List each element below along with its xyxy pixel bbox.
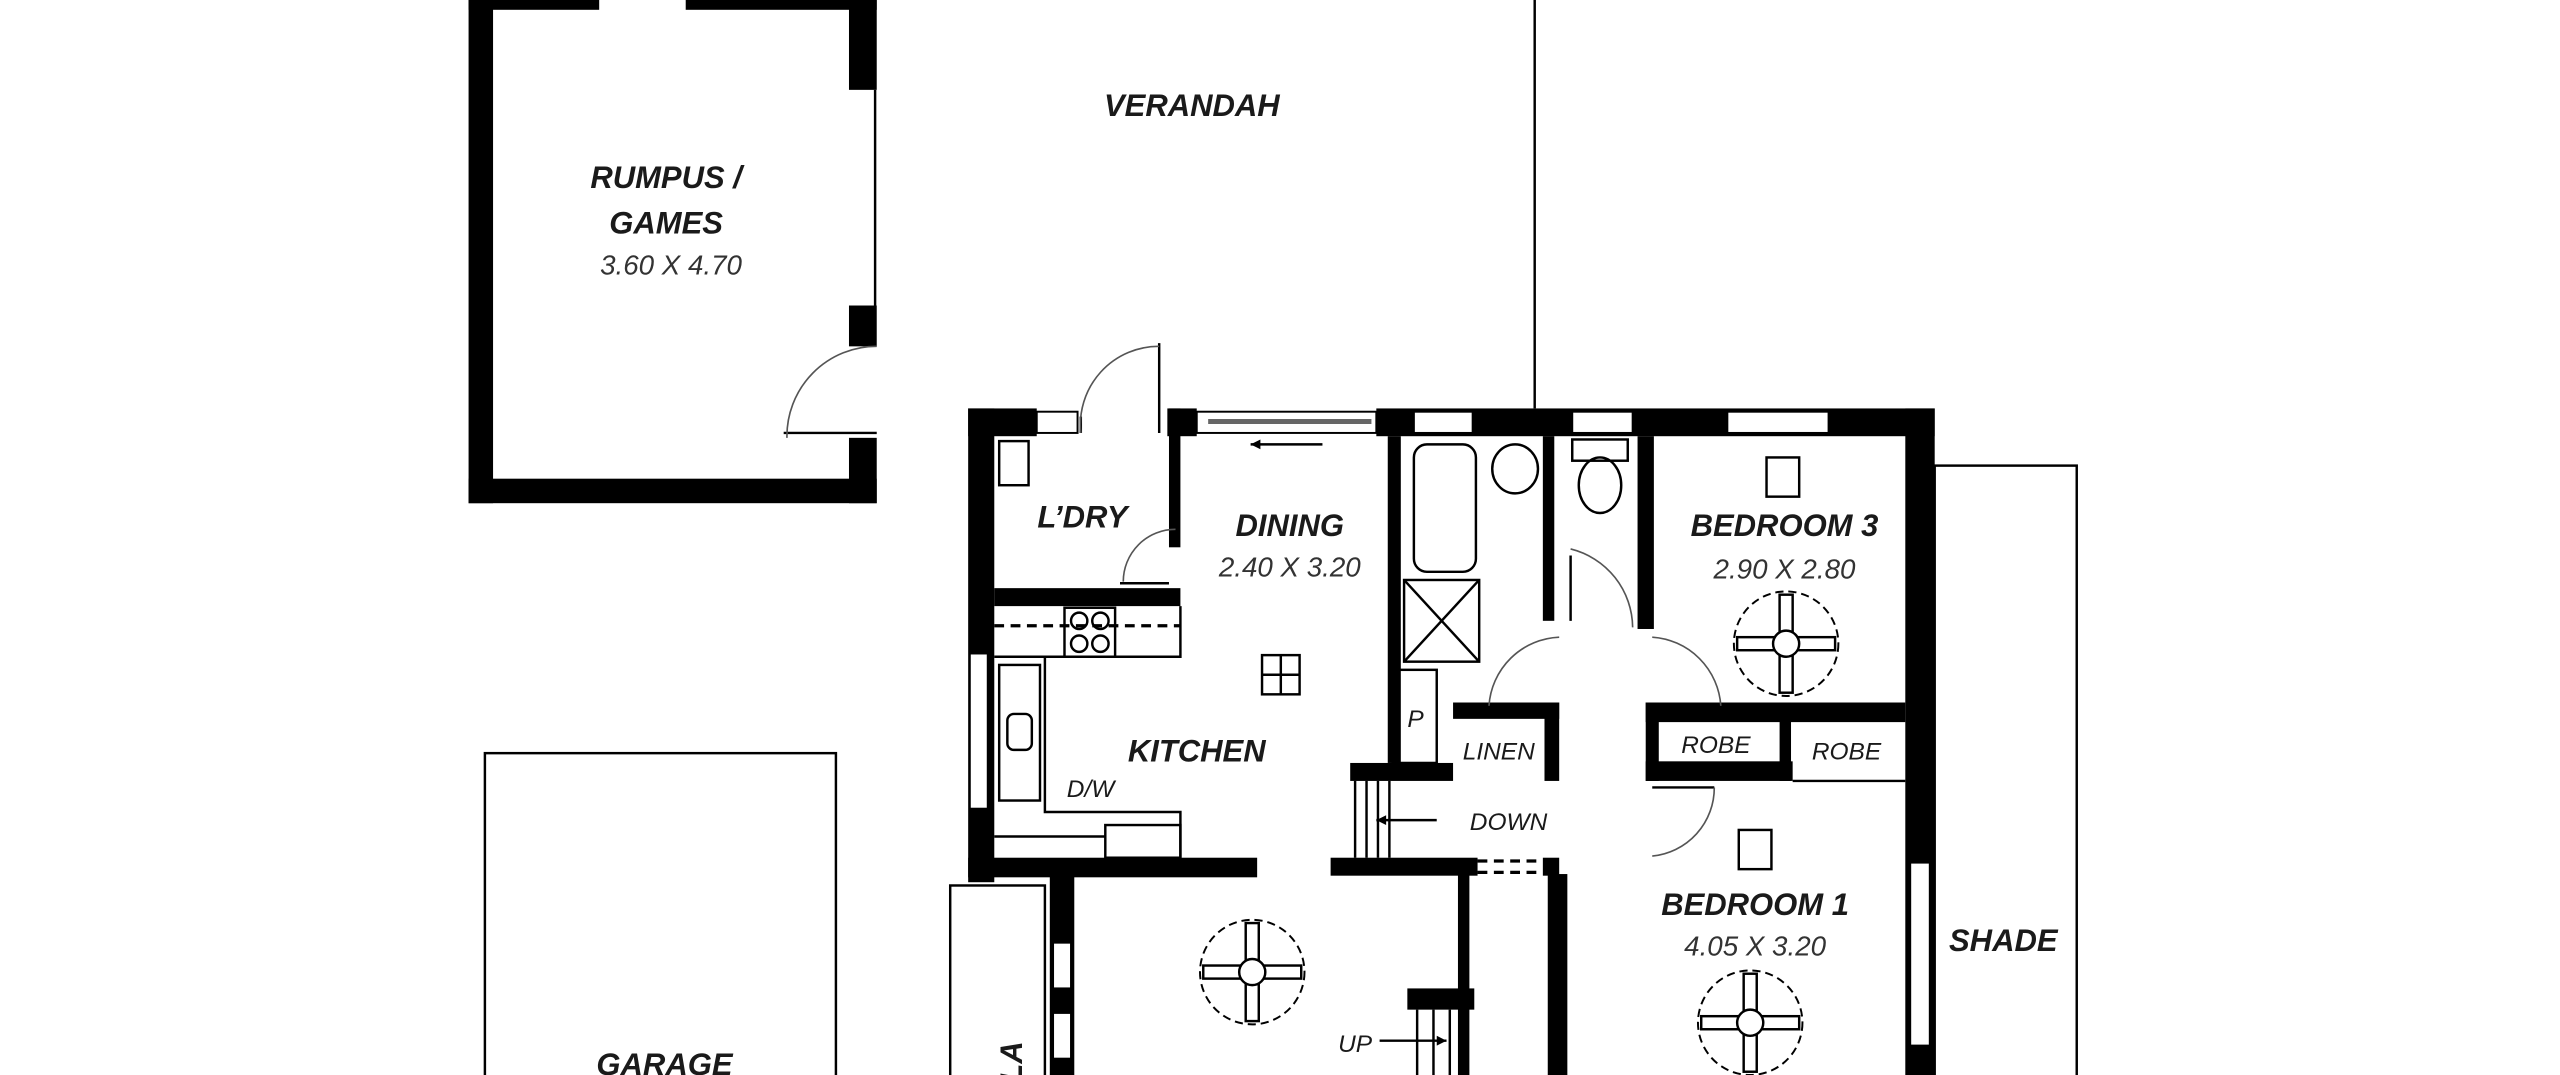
toilet-icon [1571,438,1629,462]
shade-label: SHADE [1949,923,2059,958]
house-walls [968,408,1935,1075]
bath-icon [1412,443,1478,574]
cooktop-icon [1063,606,1117,658]
garage-label: GARAGE [596,1047,733,1075]
basin-icon [1491,443,1540,495]
rumpus-room: RUMPUS / GAMES 3.60 X 4.70 [468,0,877,504]
dining-size: 2.40 X 3.20 [1218,552,1361,583]
pantry-label: P [1407,706,1424,733]
laundry-door-swing [1079,345,1160,434]
dining-label: DINING [1236,508,1345,543]
bedroom3-size: 2.90 X 2.80 [1713,553,1856,584]
rumpus-label: RUMPUS / [590,160,745,195]
dishwasher-label: D/W [1067,776,1117,803]
shower-icon [1402,578,1481,663]
veranda-side-label: LA [994,1041,1029,1075]
rumpus-label-2: GAMES [609,206,723,241]
bedroom1-label: BEDROOM 1 [1661,887,1849,922]
door-swing [786,345,877,438]
light-icon [1765,456,1801,498]
stairs-down [1353,780,1437,858]
robe-label-1: ROBE [1681,732,1751,759]
robe-label-2: ROBE [1812,739,1882,766]
bedroom3-label: BEDROOM 3 [1691,508,1879,543]
light-icon [1260,653,1301,696]
garage-outline [483,751,838,1075]
ceiling-fan-icon [1696,969,1804,1075]
verandah-label: VERANDAH [1104,88,1280,123]
washer-icon [997,439,1030,487]
stairs-down-label: DOWN [1470,809,1548,836]
stairs-up [1379,1009,1452,1075]
linen-label: LINEN [1463,739,1535,766]
veranda-side-outline [948,884,1047,1075]
sink-icon [997,663,1042,802]
rumpus-size: 3.60 X 4.70 [600,249,742,280]
bedroom1-size: 4.05 X 3.20 [1684,931,1826,962]
ceiling-fan-icon [1199,918,1306,1026]
kitchen-label: KITCHEN [1128,733,1266,768]
laundry-label: L’DRY [1037,500,1130,535]
light-icon [1737,828,1773,871]
kitchen-bench [994,606,1182,859]
stairs-up-label: UP [1338,1031,1373,1058]
shade-outline [1933,464,2078,1075]
ceiling-fan-icon [1732,590,1840,697]
